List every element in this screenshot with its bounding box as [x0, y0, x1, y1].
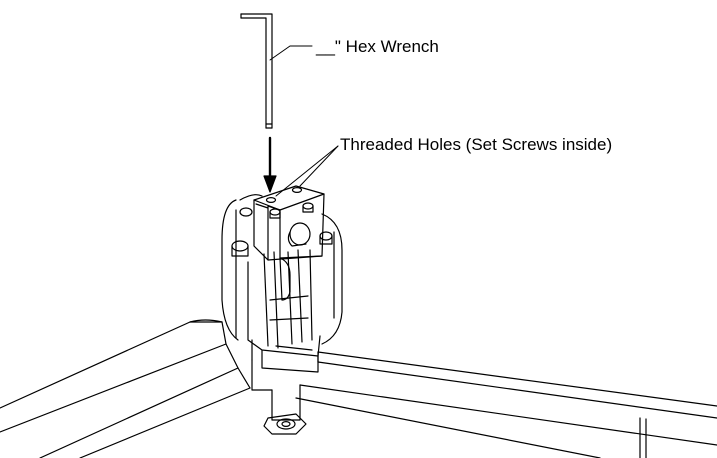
base-frame [0, 319, 717, 458]
insertion-arrow [263, 136, 277, 193]
hex-wrench-label: __" Hex Wrench [316, 37, 439, 56]
slide-channel [263, 249, 313, 351]
leader-lines [269, 45, 339, 197]
hex-wrench [240, 13, 273, 129]
bracket-housing [221, 194, 343, 373]
set-screw-block [253, 185, 325, 261]
base-bolt [263, 413, 307, 435]
threaded-holes-label: Threaded Holes (Set Screws inside) [340, 135, 613, 154]
